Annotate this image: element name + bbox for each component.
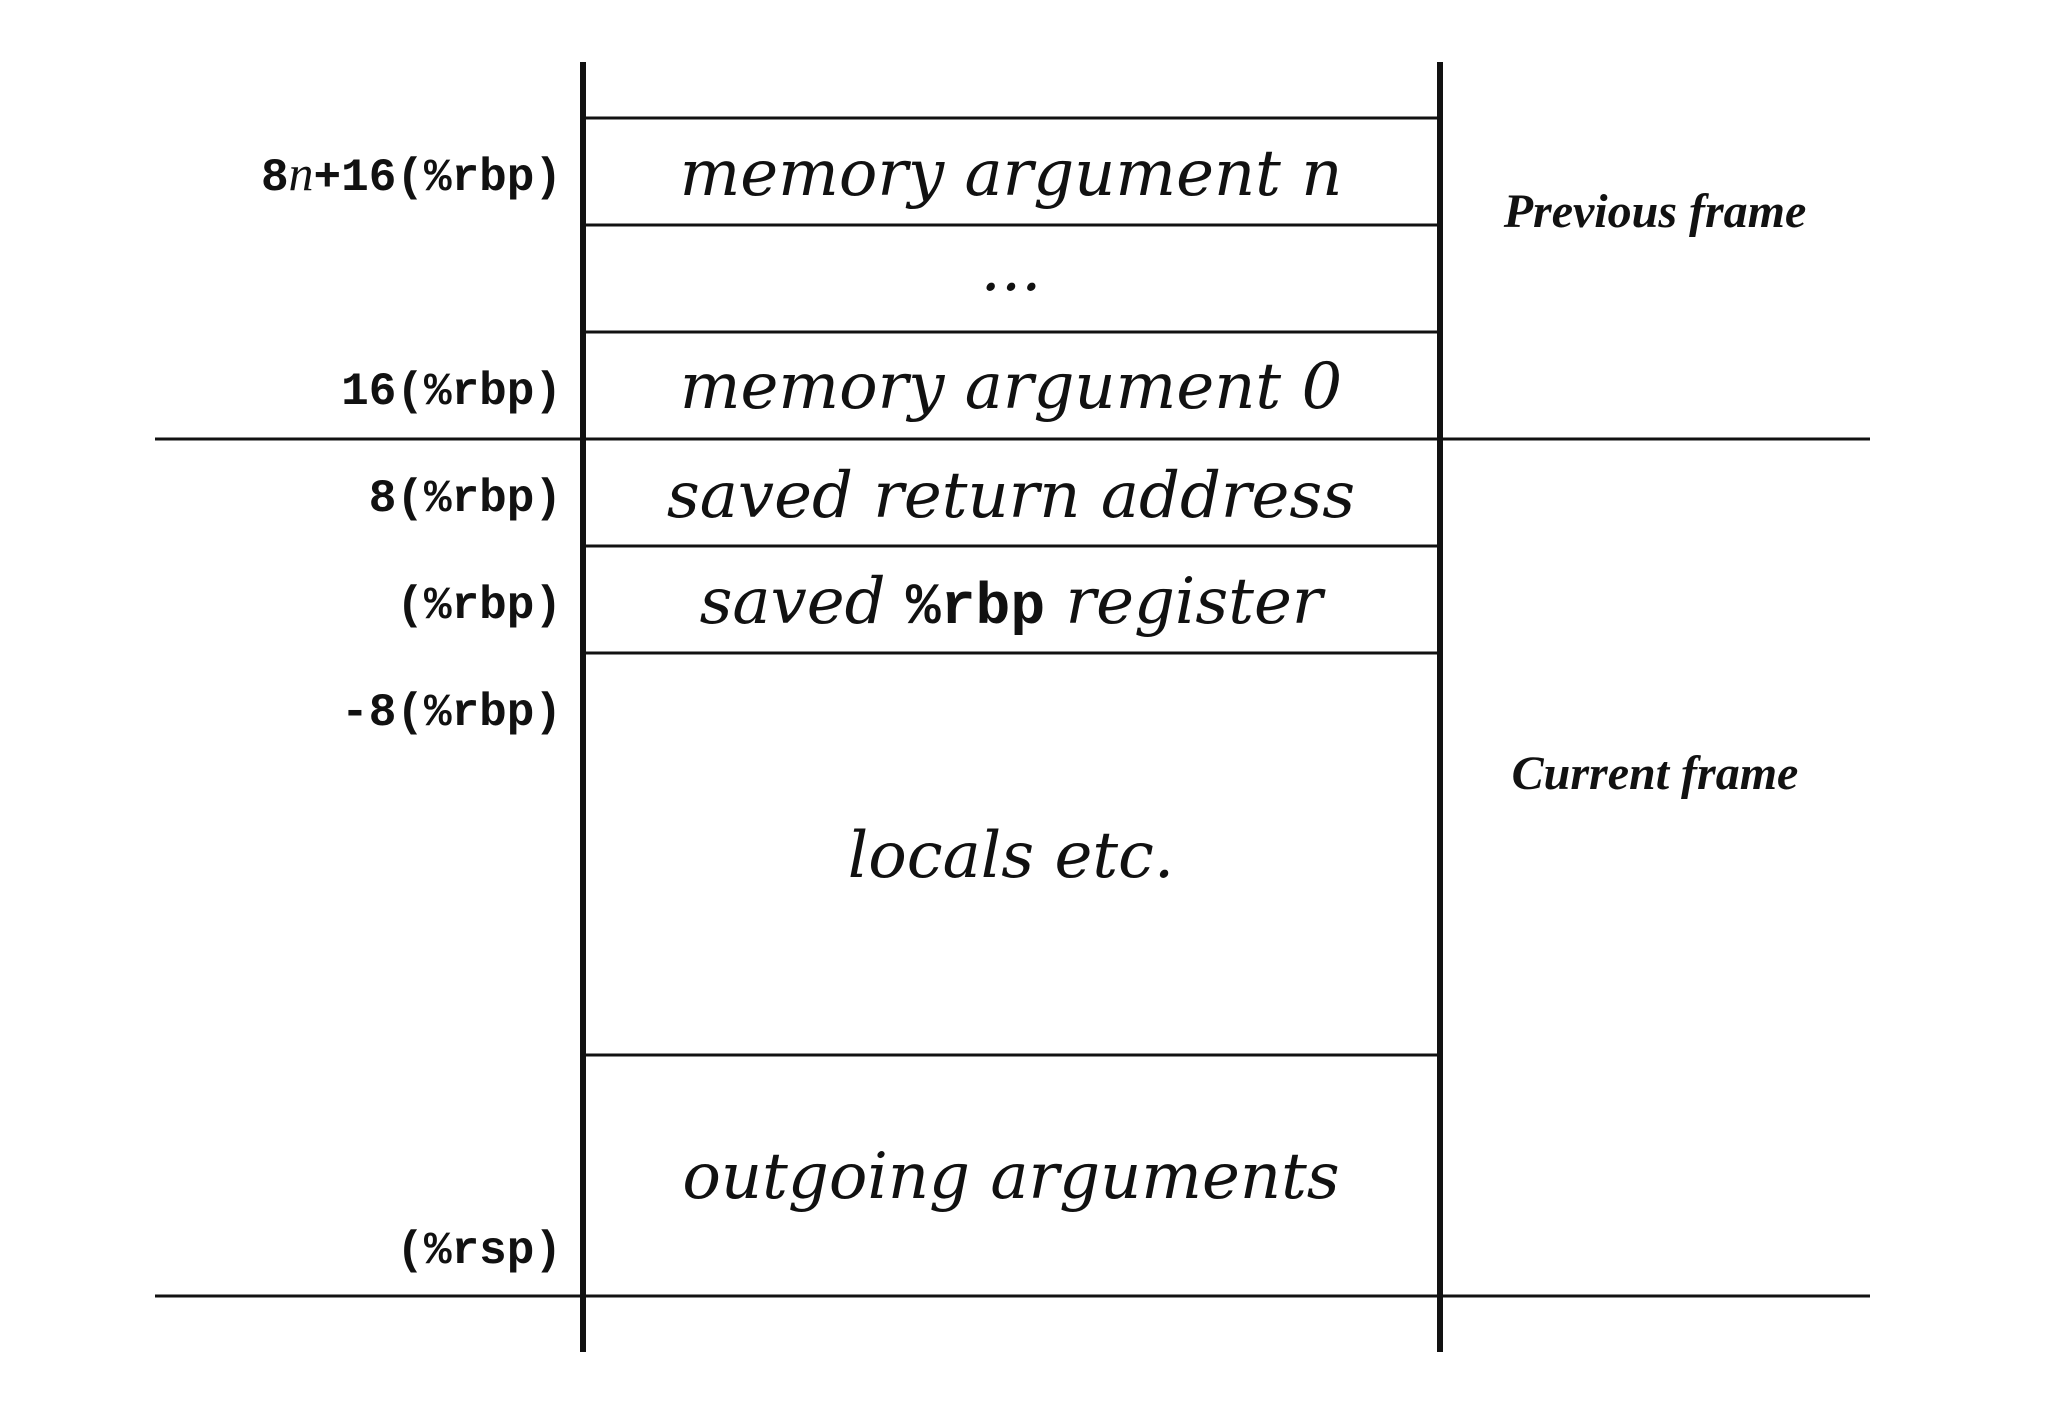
cell-saved-rbp-label-after: register xyxy=(1045,565,1326,639)
cell-locals: locals etc. xyxy=(848,819,1174,893)
address-label: 16(%rbp) xyxy=(341,366,562,418)
address-label: (%rbp) xyxy=(396,580,562,632)
current-frame-label: Current frame xyxy=(1512,747,1799,800)
cell-ellipsis: ... xyxy=(980,232,1041,306)
cell-saved-rbp-register: saved %rbp register xyxy=(700,565,1326,641)
cell-memory-argument-0: memory argument 0 xyxy=(680,350,1342,424)
cell-saved-return-address: saved return address xyxy=(667,459,1355,533)
previous-frame-label: Previous frame xyxy=(1503,185,1807,238)
address-suffix: +16(%rbp) xyxy=(314,152,562,204)
cell-saved-rbp-label-code: %rbp xyxy=(906,576,1045,641)
cell-saved-rbp-label-before: saved xyxy=(700,565,906,639)
cell-memory-argument-n: memory argument n xyxy=(680,137,1343,211)
address-label: 8n+16(%rbp) xyxy=(261,145,562,204)
cell-outgoing-arguments: outgoing arguments xyxy=(682,1140,1339,1214)
address-prefix: 8 xyxy=(261,152,289,204)
address-label: 8(%rbp) xyxy=(369,473,562,525)
address-label: (%rsp) xyxy=(396,1225,562,1277)
address-label: -8(%rbp) xyxy=(341,687,562,739)
address-italic-n: n xyxy=(289,145,314,201)
